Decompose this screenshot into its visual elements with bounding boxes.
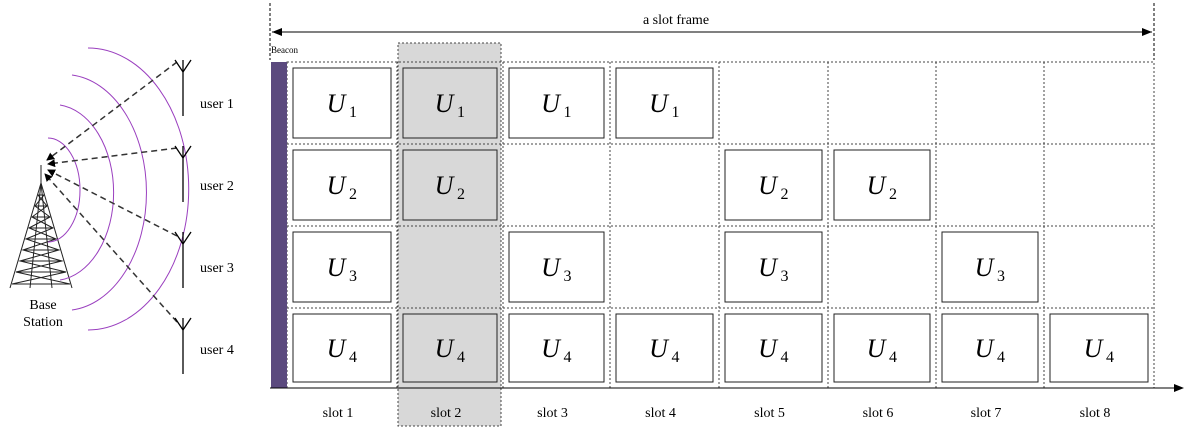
user-block-subscript: 3 — [349, 268, 357, 285]
frame-span-indicator — [269, 3, 1155, 60]
slot-labels: slot 1 slot 2 slot 3 slot 4 slot 5 slot 6 slot… — [323, 406, 1111, 421]
user-row-label: user 3 — [200, 261, 234, 276]
frame-label: a slot frame — [643, 13, 709, 28]
user-block-subscript: 4 — [997, 349, 1005, 366]
grid-border — [286, 61, 1155, 389]
user-block-symbol: U — [758, 334, 779, 363]
user-block-symbol: U — [327, 253, 348, 282]
base-station-label-line2: Station — [23, 315, 63, 330]
user-antenna-icon — [174, 59, 192, 116]
user-block-symbol: U — [541, 253, 562, 282]
user-antenna-icon — [174, 231, 192, 288]
user-block-symbol: U — [435, 171, 456, 200]
user-block-subscript: 1 — [457, 104, 465, 121]
user-block-symbol: U — [975, 334, 996, 363]
user-block-symbol: U — [327, 334, 348, 363]
slot-label: slot 6 — [863, 406, 894, 421]
user-block-subscript: 2 — [349, 186, 357, 203]
user-block-symbol: U — [435, 334, 456, 363]
user-block-symbol: U — [649, 89, 670, 118]
slot-label: slot 1 — [323, 406, 354, 421]
base-station-icon — [9, 165, 73, 289]
user-block-symbol: U — [327, 171, 348, 200]
user-antenna-icon — [174, 317, 192, 374]
user-row-label: user 1 — [200, 97, 234, 112]
user-block-symbol: U — [327, 89, 348, 118]
user-block-symbol: U — [649, 334, 670, 363]
user-block-subscript: 2 — [889, 186, 897, 203]
user-block-subscript: 4 — [781, 349, 789, 366]
user-block-subscript: 3 — [564, 268, 572, 285]
beacon-bar — [271, 62, 287, 388]
slot-label: slot 3 — [537, 406, 568, 421]
user-block-symbol: U — [867, 334, 888, 363]
slot-grid — [286, 61, 1155, 389]
user-block-subscript: 1 — [672, 104, 680, 121]
slot-label: slot 8 — [1080, 406, 1111, 421]
user-block-subscript: 4 — [1106, 349, 1114, 366]
user-block-symbol: U — [758, 253, 779, 282]
user-block-symbol: U — [435, 89, 456, 118]
user-block-subscript: 2 — [457, 186, 465, 203]
user-block-symbol: U — [541, 334, 562, 363]
user-antennas — [174, 59, 192, 374]
user-block-subscript: 2 — [781, 186, 789, 203]
user-block-subscript: 4 — [672, 349, 680, 366]
user-row-label: user 2 — [200, 179, 234, 194]
radio-waves — [47, 47, 190, 331]
user-antenna-icon — [174, 145, 192, 202]
user-block-subscript: 4 — [349, 349, 357, 366]
slot-label: slot 4 — [645, 406, 676, 421]
user-block-symbol: U — [758, 171, 779, 200]
user-block-subscript: 3 — [781, 268, 789, 285]
user-block-symbol: U — [1084, 334, 1105, 363]
slot-label: slot 7 — [971, 406, 1002, 421]
user-block-symbol: U — [541, 89, 562, 118]
user-block-subscript: 1 — [349, 104, 357, 121]
user-links — [44, 61, 178, 323]
slot-label: slot 5 — [754, 406, 785, 421]
slot-label: slot 2 — [431, 406, 462, 421]
user-block-subscript: 1 — [564, 104, 572, 121]
user-block-subscript: 4 — [457, 349, 465, 366]
user-block-symbol: U — [867, 171, 888, 200]
user-block-subscript: 4 — [889, 349, 897, 366]
beacon-label: Beacon — [271, 45, 298, 55]
user-labels: user 1 user 2 user 3 user 4 — [200, 97, 234, 358]
user-row-label: user 4 — [200, 343, 234, 358]
user-block-subscript: 4 — [564, 349, 572, 366]
user-block-subscript: 3 — [997, 268, 1005, 285]
time-axis — [270, 384, 1184, 392]
user-block-symbol: U — [975, 253, 996, 282]
base-station-label-line1: Base — [29, 298, 56, 313]
